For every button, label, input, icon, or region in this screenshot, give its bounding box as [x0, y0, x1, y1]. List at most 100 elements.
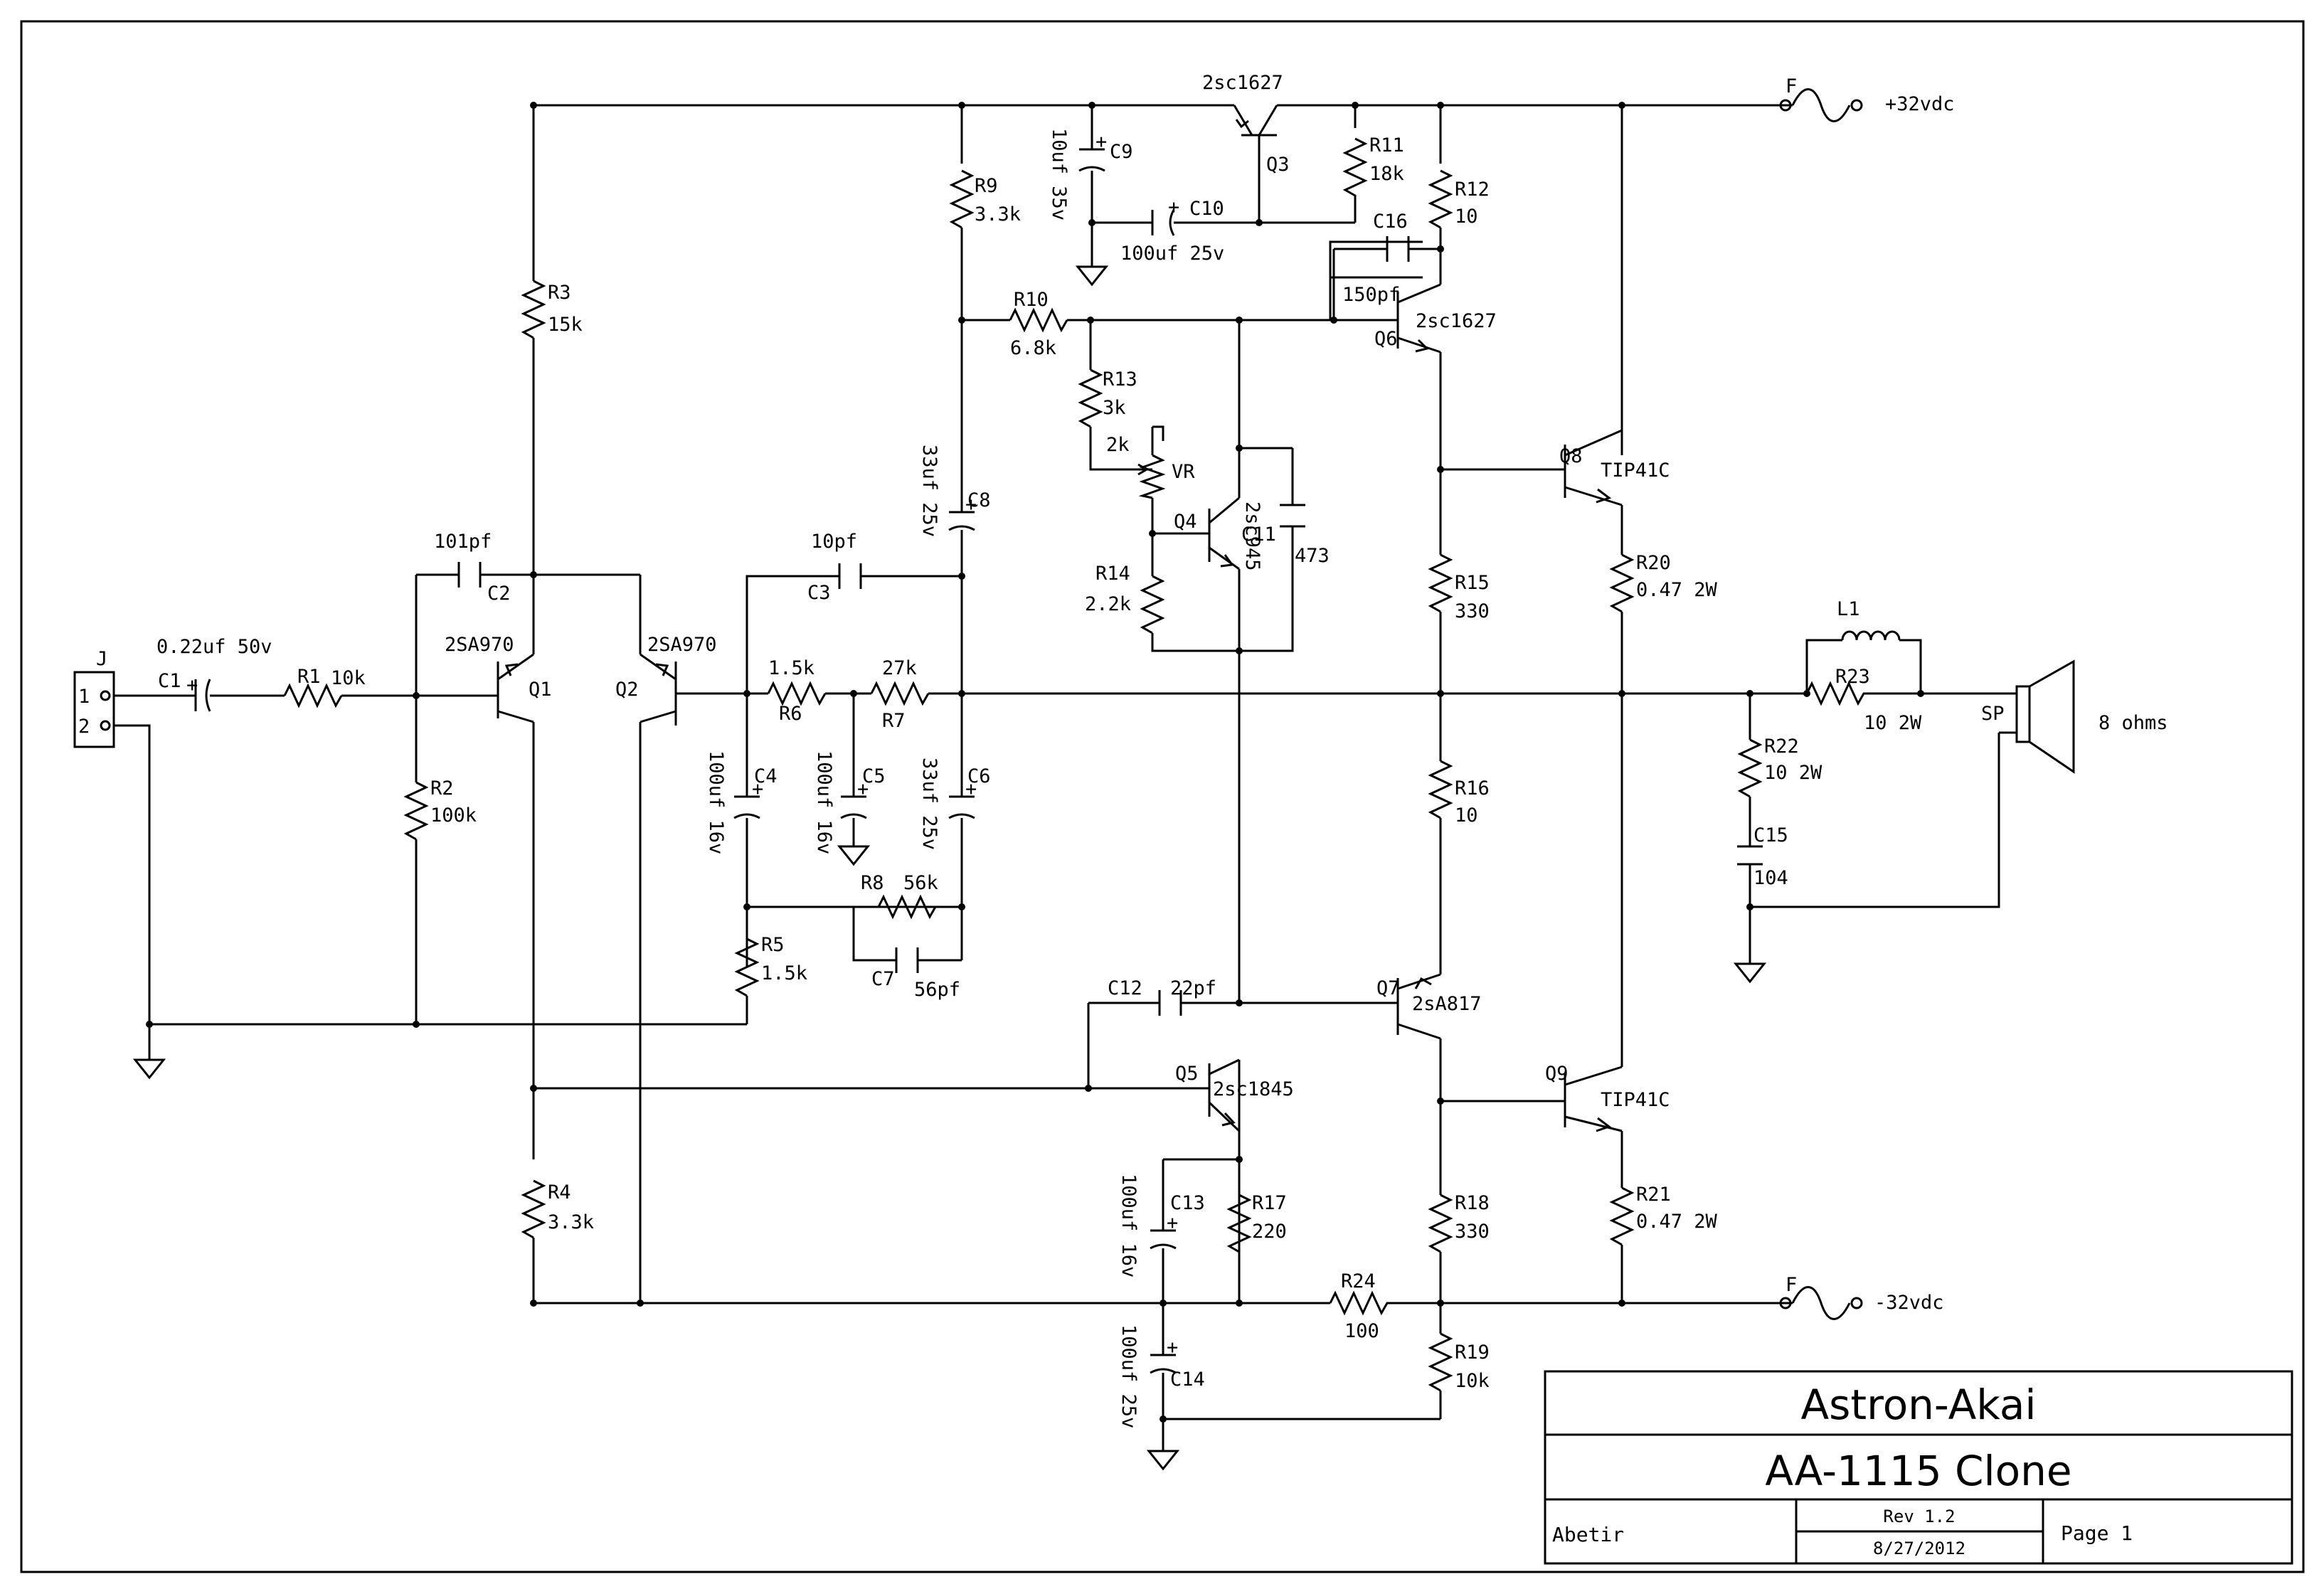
svg-text:220: 220 — [1252, 1221, 1287, 1243]
svg-text:C2: C2 — [487, 583, 511, 605]
resistor-r10 — [1009, 307, 1068, 333]
svg-text:C8: C8 — [967, 489, 991, 511]
capacitor-c11 — [1280, 504, 1305, 528]
svg-text:2sc1845: 2sc1845 — [1213, 1078, 1294, 1100]
svg-text:R11: R11 — [1369, 134, 1404, 156]
svg-text:0.47 2W: 0.47 2W — [1636, 1211, 1718, 1233]
svg-text:2k: 2k — [1106, 434, 1130, 456]
svg-text:C11: C11 — [1241, 524, 1276, 546]
fuse-negative — [1791, 1286, 1851, 1320]
svg-text:+: + — [1095, 131, 1107, 153]
svg-text:C13: C13 — [1170, 1192, 1205, 1214]
resistor-r23 — [1805, 681, 1921, 706]
svg-text:2sA817: 2sA817 — [1412, 993, 1482, 1015]
capacitor-c6 — [948, 795, 975, 819]
svg-text:100uf 16v: 100uf 16v — [1118, 1174, 1140, 1277]
capacitor-c7 — [895, 947, 919, 973]
capacitor-c5 — [840, 795, 867, 819]
svg-text:C10: C10 — [1189, 198, 1224, 220]
svg-text:56pf: 56pf — [914, 979, 960, 1001]
svg-text:100uf 16v: 100uf 16v — [705, 750, 727, 854]
junctions — [146, 102, 1924, 1423]
svg-text:R13: R13 — [1103, 368, 1137, 390]
svg-text:1: 1 — [78, 686, 90, 708]
svg-text:C4: C4 — [754, 765, 778, 787]
page-number: Page 1 — [2061, 1521, 2133, 1545]
svg-text:R9: R9 — [975, 175, 998, 197]
svg-text:2SA970: 2SA970 — [445, 634, 514, 656]
transistor-q3 — [1233, 105, 1278, 149]
resistor-r1 — [283, 683, 343, 708]
svg-text:2: 2 — [78, 716, 90, 738]
svg-text:R17: R17 — [1252, 1192, 1287, 1214]
resistor-r19 — [1428, 1332, 1453, 1392]
transistor-q2 — [640, 653, 677, 726]
speaker-icon — [2015, 659, 2075, 774]
capacitor-c14 — [1150, 1354, 1177, 1374]
svg-text:-32vdc: -32vdc — [1874, 1292, 1944, 1314]
svg-text:15k: 15k — [548, 314, 583, 336]
svg-text:C1: C1 — [158, 670, 181, 692]
svg-text:Q8: Q8 — [1559, 445, 1583, 467]
svg-text:F: F — [1786, 1274, 1797, 1296]
capacitors: + + + + + + + + + — [181, 131, 1763, 1374]
svg-text:R3: R3 — [548, 282, 571, 304]
svg-text:VR: VR — [1172, 461, 1195, 483]
capacitor-c4 — [733, 795, 760, 819]
resistor-r18 — [1428, 1194, 1453, 1253]
resistor-r13 — [1078, 368, 1103, 428]
company-name: Astron-Akai — [1800, 1381, 2036, 1429]
resistor-r16 — [1428, 760, 1453, 819]
svg-text:Q6: Q6 — [1374, 328, 1398, 350]
svg-text:Q9: Q9 — [1545, 1063, 1569, 1085]
capacitor-c15 — [1737, 845, 1763, 866]
svg-text:R1: R1 — [297, 666, 321, 688]
svg-text:2SA970: 2SA970 — [647, 634, 717, 656]
svg-text:+: + — [186, 674, 198, 696]
capacitor-c3 — [838, 563, 862, 589]
wires — [114, 104, 2017, 1451]
inductor-l1 — [1841, 630, 1901, 641]
resistor-r9 — [949, 169, 975, 229]
svg-text:+: + — [1167, 1337, 1178, 1359]
transistor-q9 — [1564, 1066, 1623, 1132]
svg-text:C12: C12 — [1108, 977, 1142, 999]
resistor-r17 — [1226, 1194, 1252, 1253]
resistors — [283, 137, 1921, 1392]
svg-text:R6: R6 — [779, 703, 802, 725]
svg-text:R18: R18 — [1455, 1192, 1490, 1214]
svg-text:+32vdc: +32vdc — [1885, 93, 1955, 115]
svg-text:3.3k: 3.3k — [975, 203, 1021, 225]
svg-text:Q5: Q5 — [1175, 1063, 1199, 1085]
transistor-q6 — [1396, 283, 1441, 354]
svg-text:SP: SP — [1981, 703, 2005, 725]
svg-text:22pf: 22pf — [1170, 977, 1216, 999]
svg-text:R5: R5 — [761, 934, 785, 956]
svg-text:R4: R4 — [548, 1181, 571, 1204]
capacitor-c10 — [1151, 209, 1175, 236]
svg-text:2sc945: 2sc945 — [1241, 501, 1263, 571]
svg-text:R10: R10 — [1014, 289, 1049, 311]
svg-text:18k: 18k — [1369, 163, 1404, 185]
svg-text:10: 10 — [1455, 206, 1478, 228]
svg-text:Q7: Q7 — [1376, 977, 1400, 999]
svg-text:C3: C3 — [807, 582, 831, 604]
svg-text:F: F — [1786, 75, 1797, 97]
svg-text:TIP41C: TIP41C — [1601, 459, 1670, 482]
svg-text:56k: 56k — [903, 872, 938, 894]
component-labels: J 1 2 0.22uf 50v C1 R1 10k 101pf C2 R3 1… — [78, 72, 2168, 1392]
resistor-r3 — [521, 280, 546, 339]
svg-text:+: + — [1167, 1212, 1178, 1234]
svg-text:2.2k: 2.2k — [1085, 593, 1131, 615]
svg-text:10: 10 — [1455, 804, 1478, 827]
svg-text:27k: 27k — [882, 657, 917, 679]
svg-text:C16: C16 — [1373, 211, 1408, 233]
svg-text:+: + — [965, 778, 977, 800]
capacitor-c12 — [1158, 990, 1182, 1016]
date: 8/27/2012 — [1873, 1539, 1965, 1558]
svg-text:330: 330 — [1455, 1221, 1490, 1243]
svg-text:Q4: Q4 — [1174, 511, 1197, 533]
transistor-q8 — [1564, 429, 1623, 506]
fuse-positive — [1791, 88, 1851, 122]
revision: Rev 1.2 — [1883, 1507, 1955, 1526]
